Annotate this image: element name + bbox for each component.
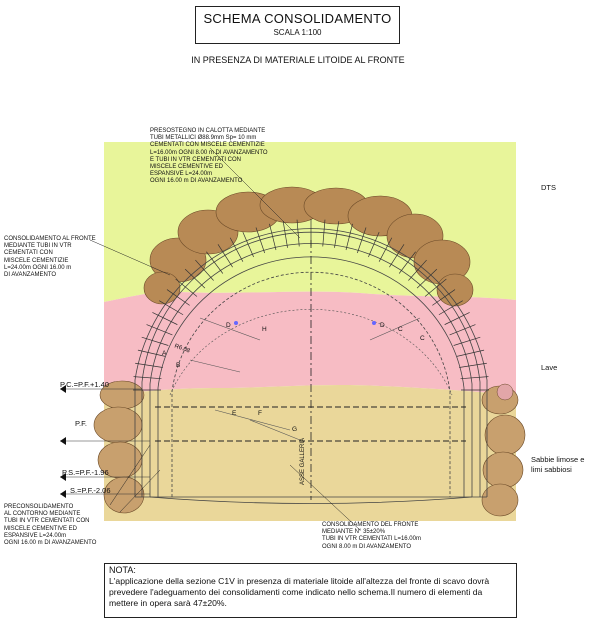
drawing-subtitle: IN PRESENZA DI MATERIALE LITOIDE AL FRON… xyxy=(191,55,405,65)
crown-tube xyxy=(195,259,214,281)
section-letter: F xyxy=(258,410,262,417)
layer-lave: Lave xyxy=(541,363,558,372)
section-letter: A xyxy=(162,350,167,357)
preconsolidamento-line: ESPANSIVE L=24.00m xyxy=(4,532,67,539)
fronte-line: CEMENTATI CON xyxy=(4,250,53,257)
fronte-bottom-line: CONSOLIDAMENTO DEL FRONTE xyxy=(322,522,419,528)
crown-tube xyxy=(389,244,405,268)
crown-tube xyxy=(398,251,416,274)
presostegno-line: ESPANSIVE L=24.00m xyxy=(150,171,213,178)
crown-tube xyxy=(175,278,198,297)
note-title: NOTA: xyxy=(109,565,136,575)
crown-tube xyxy=(146,324,173,336)
preconsolidamento-line: OGNI 16.00 m DI AVANZAMENTO xyxy=(4,540,97,547)
note-text: L'applicazione della sezione C1V in pres… xyxy=(109,576,490,608)
preconsolidamento-annotation: PRECONSOLIDAMENTO AL CONTORNO MEDIANTE T… xyxy=(4,504,96,547)
side-boulders xyxy=(93,380,526,517)
crown-tubes xyxy=(133,219,489,391)
crown-tube xyxy=(322,219,326,247)
crown-tube xyxy=(135,362,163,368)
section-letter: E xyxy=(232,410,237,417)
presostegno-line: MISCELE CEMENTIVE ED xyxy=(150,164,224,171)
section-letter: H xyxy=(262,326,267,333)
dts-boulders xyxy=(143,186,474,307)
crown-tube xyxy=(137,349,166,357)
preconsolidamento-line: TUBI IN VTR CEMENTATI CON xyxy=(4,518,90,525)
fronte-line: MISCELE CEMENTIZIE xyxy=(4,257,69,264)
level-lines xyxy=(155,406,466,442)
fronte-left-annotation: CONSOLIDAMENTO AL FRONTE MEDIANTE TUBI I… xyxy=(4,236,96,279)
crown-tube xyxy=(456,349,485,357)
crown-tube xyxy=(152,312,178,325)
crown-tube xyxy=(242,231,254,258)
level-ps: P.S.=P.F.-1.96 xyxy=(62,468,109,477)
title-box: SCHEMA CONSOLIDAMENTO SCALA 1:100 xyxy=(195,6,400,44)
crown-tube xyxy=(184,268,206,289)
section-letter: D xyxy=(226,322,231,329)
fronte-bottom-annotation: CONSOLIDAMENTO DEL FRONTE MEDIANTE N° 35… xyxy=(322,522,421,551)
fronte-line: MEDIANTE TUBI IN VTR xyxy=(4,243,72,250)
crown-tube xyxy=(296,219,300,247)
crown-tube xyxy=(460,376,489,380)
note-box: NOTA: L'applicazione della sezione C1V i… xyxy=(104,563,517,618)
crown-tube xyxy=(453,336,481,346)
crown-tube xyxy=(255,227,265,254)
presostegno-line: E TUBI IN VTR CEMENTATI CON xyxy=(150,156,242,163)
crown-tube xyxy=(444,312,470,325)
section-letter: C xyxy=(420,335,425,342)
crown-tube xyxy=(424,278,447,297)
section-letter: D xyxy=(380,322,385,329)
crown-tube xyxy=(432,289,456,306)
tunnel-invert xyxy=(149,496,473,504)
crown-tube xyxy=(357,227,367,254)
crown-tube xyxy=(282,221,288,248)
crown-tube xyxy=(345,223,353,251)
layer-sabbie: Sabbie limose e limi sabbiosi xyxy=(531,455,585,474)
presostegno-line: PRESOSTEGNO IN CALOTTA MEDIANTE xyxy=(150,128,266,134)
axis-label: ASSE GALLERIA xyxy=(300,437,306,485)
fronte-line: L=24.00m OGNI 16.00 m xyxy=(4,264,72,271)
crown-tube xyxy=(229,237,244,262)
crown-tube xyxy=(378,237,393,262)
crown-tube xyxy=(166,289,190,306)
presostegno-line: CEMENTATI CON MISCELE CEMENTIZIE xyxy=(150,142,265,149)
section-letter: C xyxy=(398,326,403,333)
drawing-title: SCHEMA CONSOLIDAMENTO xyxy=(203,11,392,26)
crown-tube xyxy=(334,221,340,248)
fronte-line: CONSOLIDAMENTO AL FRONTE xyxy=(4,236,96,242)
fronte-bottom-line: OGNI 8.00 m DI AVANZAMENTO xyxy=(322,543,412,550)
crown-tube xyxy=(416,268,438,289)
crown-tube xyxy=(133,376,162,380)
level-s: S.=P.F.-2.06 xyxy=(70,486,111,495)
crown-tube xyxy=(368,231,380,258)
preconsolidamento-line: AL CONTORNO MEDIANTE xyxy=(4,511,81,518)
level-pf: P.F. xyxy=(75,419,87,428)
crown-tube xyxy=(459,362,487,368)
drawing-scale: SCALA 1:100 xyxy=(273,28,322,37)
section-letter: G xyxy=(292,426,298,433)
presostegno-line: TUBI METALLICI Ø88.9mm Sp= 10 mm xyxy=(150,135,257,142)
presostegno-annotation: PRESOSTEGNO IN CALOTTA MEDIANTE TUBI MET… xyxy=(150,128,268,186)
level-pc: P.C.=P.F.+1.40 xyxy=(60,380,109,389)
presostegno-line: L=16.00m OGNI 8.00 m DI AVANZAMENTO xyxy=(150,149,268,156)
crown-tube xyxy=(269,223,277,251)
crown-tube xyxy=(141,336,169,346)
presostegno-line: OGNI 16.00 m DI AVANZAMENTO xyxy=(150,178,243,185)
crown-tube xyxy=(408,259,427,281)
layer-dts: DTS xyxy=(541,183,556,192)
crown-tube xyxy=(217,244,233,268)
sabbie-layer xyxy=(104,385,516,521)
fronte-line: DI AVANZAMENTO xyxy=(4,272,57,279)
crown-tube xyxy=(206,251,224,274)
preconsolidamento-line: PRECONSOLIDAMENTO xyxy=(4,504,74,510)
fronte-bottom-line: TUBI IN VTR CEMENTATI L=16.00m xyxy=(322,536,421,543)
crown-tube xyxy=(159,300,184,316)
preconsolidamento-line: MISCELE CEMENTIVE ED xyxy=(4,525,78,532)
fronte-bottom-line: MEDIANTE N° 35±20% xyxy=(322,529,386,536)
crown-tube xyxy=(438,300,463,316)
lave-layer xyxy=(104,291,516,395)
crown-tube xyxy=(449,324,476,336)
section-letter: B xyxy=(176,362,181,369)
